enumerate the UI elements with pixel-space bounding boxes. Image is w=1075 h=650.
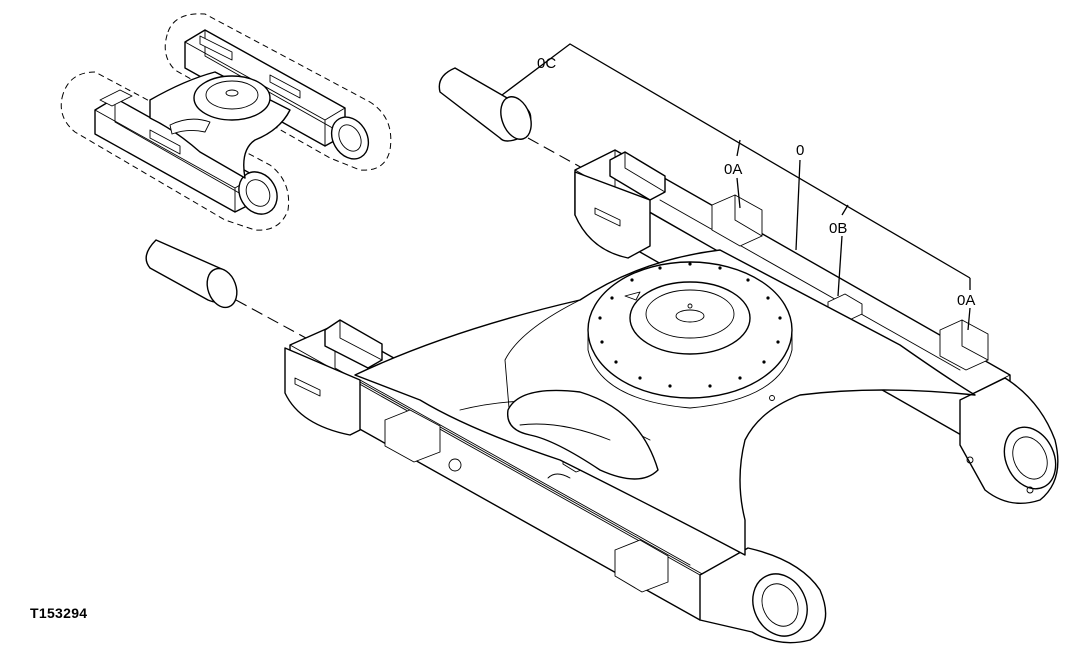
- inset-swing-bearing: [193, 75, 271, 121]
- inset-upper-track-outline: [164, 13, 392, 171]
- carbody-cutout: [506, 389, 659, 480]
- main-track-frame: [284, 149, 1059, 644]
- roller-pin-lower: [145, 239, 238, 309]
- swing-bearing-inner: [629, 281, 751, 355]
- inset-lower-track-outline: [60, 71, 290, 231]
- swing-bearing-bolts: [598, 262, 782, 388]
- inset-frame-view: [60, 13, 392, 231]
- roller-pin-upper: [438, 67, 532, 142]
- upper-idler-bore: [1003, 426, 1057, 490]
- callout-leaders: [501, 43, 971, 331]
- callout-0a-right: 0A: [957, 292, 975, 309]
- callout-0c: 0C: [537, 55, 556, 72]
- lower-idler-bore: [752, 573, 808, 637]
- center-carbody: [354, 249, 976, 556]
- figure-id: T153294: [30, 605, 88, 621]
- callout-0a-left: 0A: [724, 161, 742, 178]
- callout-0b: 0B: [829, 220, 847, 237]
- callout-0: 0: [796, 142, 804, 159]
